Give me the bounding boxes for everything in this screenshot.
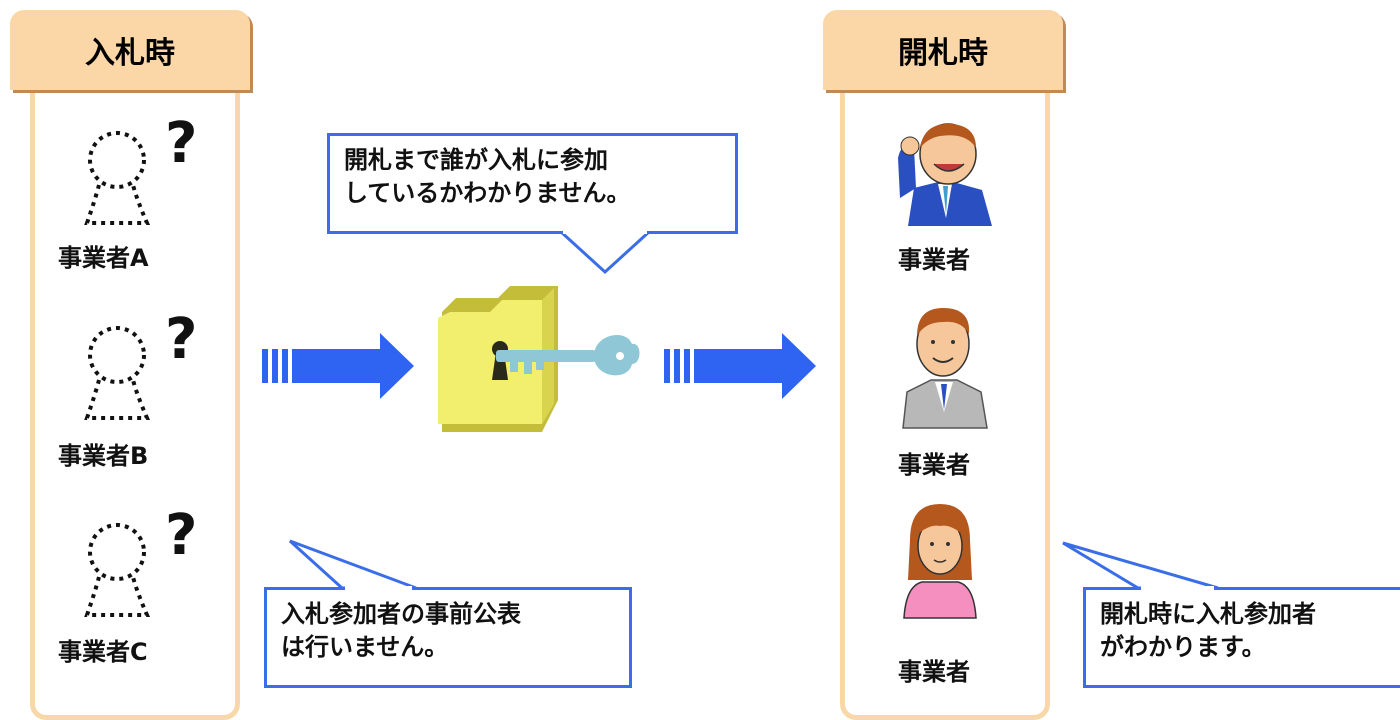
bidder-b-label: 事業者B — [58, 442, 149, 470]
bidder-a-label: 事業者A — [58, 244, 149, 272]
arrow-right-icon — [664, 333, 816, 399]
callout-no-preannouncement: 入札参加者の事前公表 は行いません。 — [264, 587, 632, 688]
businessman-icon — [898, 123, 992, 226]
question-mark-icon: ? — [165, 307, 198, 372]
unknown-person-icon — [84, 131, 151, 225]
callout-participants-revealed: 開札時に入札参加者 がわかります。 — [1083, 587, 1400, 688]
businessman-icon — [902, 308, 988, 429]
bidder-label-3: 事業者 — [898, 658, 970, 686]
callout-hidden-participants: 開札まで誰が入札に参加 しているかわかりません。 — [327, 133, 738, 234]
woman-icon — [903, 504, 977, 619]
opening-tab-title: 開札時 — [823, 10, 1063, 90]
bidder-label-1: 事業者 — [898, 246, 970, 274]
bidder-c-label: 事業者C — [58, 638, 148, 666]
question-mark-icon: ? — [165, 111, 198, 176]
unknown-person-icon — [84, 523, 151, 617]
bidder-label-2: 事業者 — [898, 451, 970, 479]
bidding-tab-title: 入札時 — [10, 10, 250, 90]
unknown-person-icon — [84, 326, 151, 420]
arrow-right-icon — [262, 333, 414, 399]
question-mark-icon: ? — [165, 503, 198, 568]
key-icon — [496, 334, 640, 376]
